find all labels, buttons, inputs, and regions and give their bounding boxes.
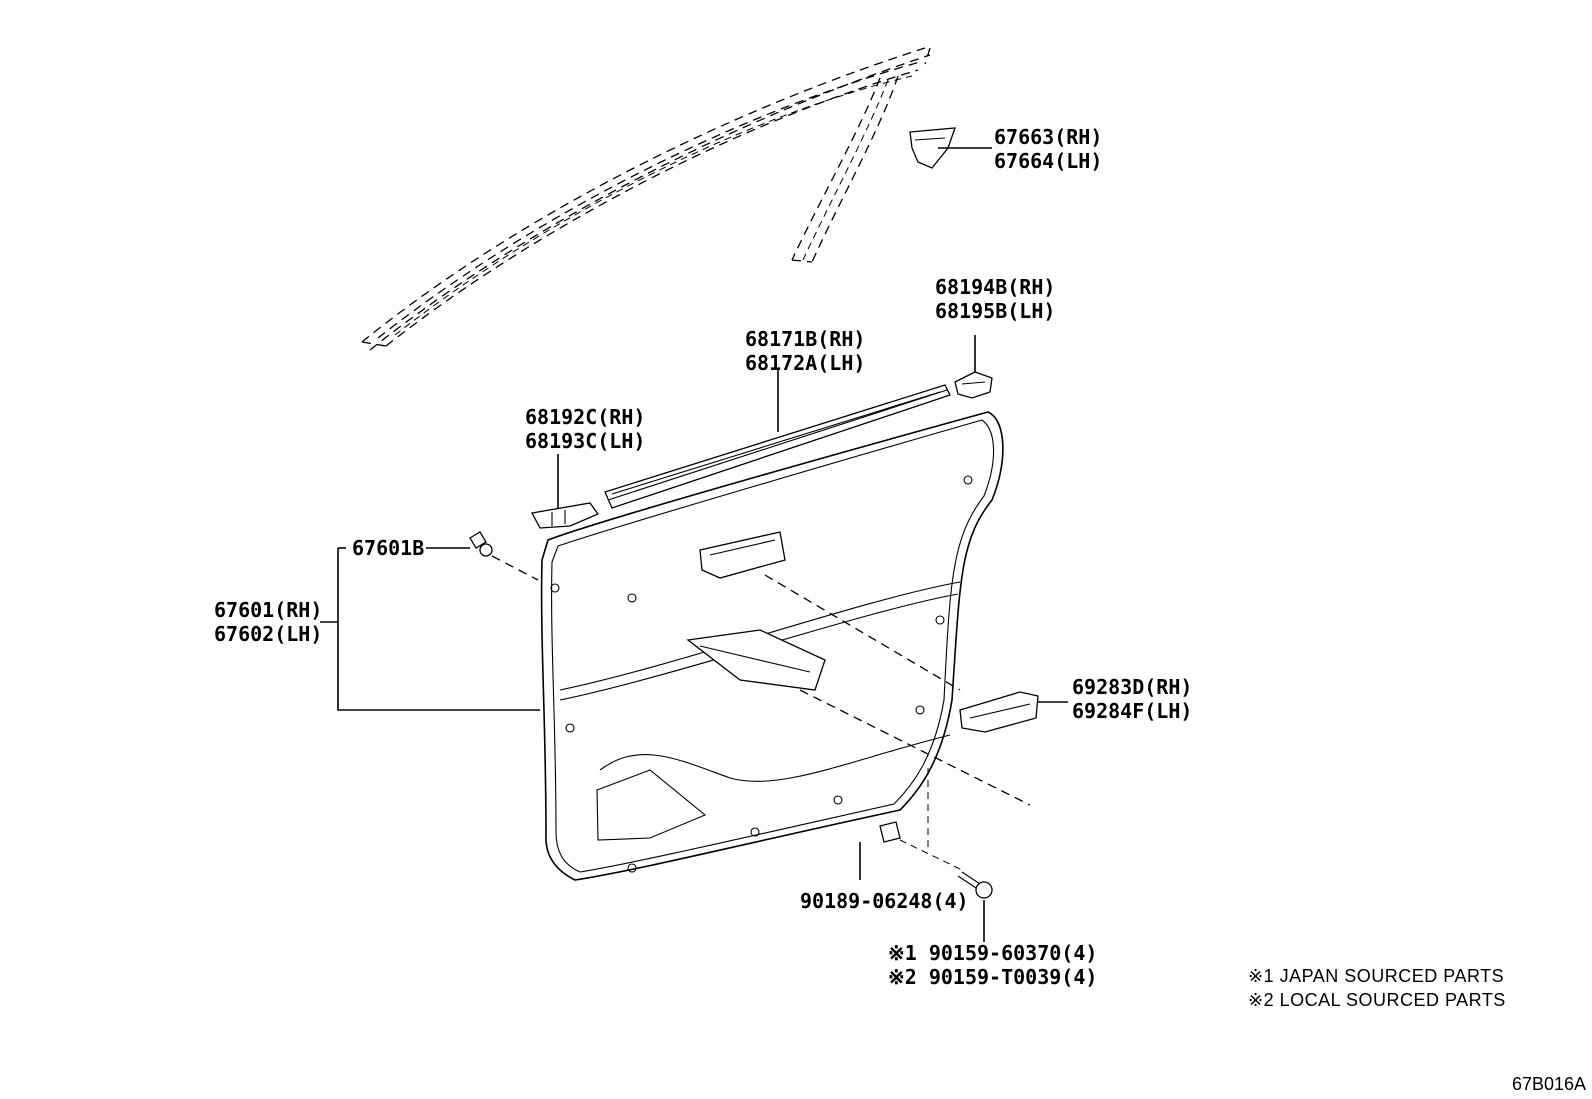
- door-trim-panel: [540, 411, 1004, 881]
- label-68172a: 68172A(LH): [745, 351, 865, 375]
- note-japan-sourced: ※1 JAPAN SOURCED PARTS: [1248, 966, 1504, 986]
- note-local-sourced: ※2 LOCAL SOURCED PARTS: [1248, 990, 1506, 1010]
- handle-cover-part: [764, 574, 1068, 806]
- label-90159-local: ※2 90159-T0039(4): [888, 965, 1097, 989]
- label-67601b: 67601B: [352, 536, 424, 560]
- panel-leader-bracket: [320, 547, 540, 711]
- end-clip-part: [954, 335, 993, 399]
- label-67601: 67601(RH): [214, 598, 322, 622]
- label-69283d: 69283D(RH): [1072, 675, 1192, 699]
- diagram-reference-code: 67B016A: [1512, 1074, 1586, 1094]
- label-68195b: 68195B(LH): [935, 299, 1055, 323]
- label-68193c: 68193C(LH): [525, 429, 645, 453]
- belt-weatherstrip-part: [604, 370, 951, 509]
- label-69284f: 69284F(LH): [1072, 699, 1192, 723]
- label-67602: 67602(LH): [214, 622, 322, 646]
- panel-clip-part: [426, 531, 539, 581]
- label-68194b: 68194B(RH): [935, 275, 1055, 299]
- screw-part: [957, 871, 993, 942]
- label-68171b: 68171B(RH): [745, 327, 865, 351]
- window-frame-outline: [361, 47, 931, 351]
- label-67663: 67663(RH): [994, 125, 1102, 149]
- label-90189: 90189-06248(4): [800, 889, 969, 913]
- corner-garnish-part: [909, 127, 992, 169]
- label-67664: 67664(LH): [994, 149, 1102, 173]
- label-90159-japan: ※1 90159-60370(4): [888, 941, 1097, 965]
- front-clip-part: [531, 454, 600, 529]
- label-68192c: 68192C(RH): [525, 405, 645, 429]
- nut-part: [859, 768, 963, 880]
